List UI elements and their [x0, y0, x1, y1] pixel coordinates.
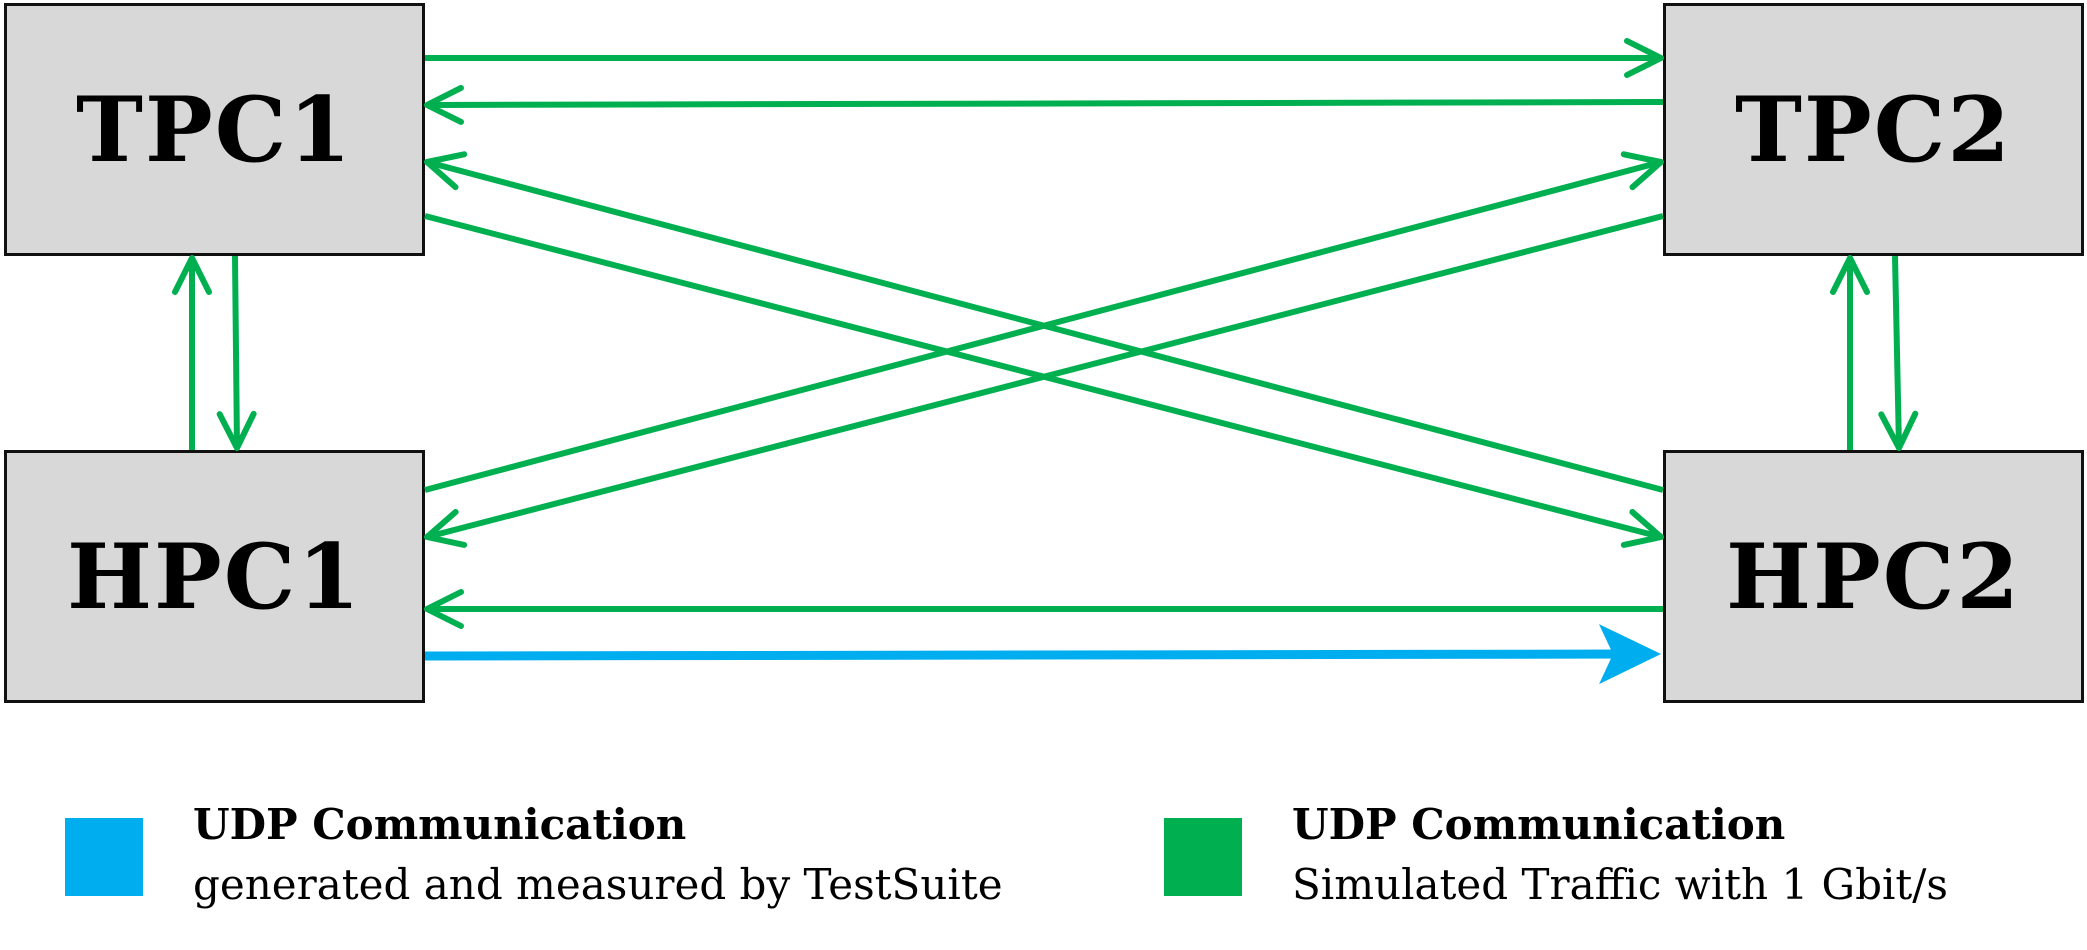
legend-swatch-simulated — [1164, 818, 1242, 896]
arrow-tpc2-to-tpc1-arrowhead — [424, 84, 465, 125]
arrow-tpc1-to-hpc2-arrowhead — [1620, 508, 1664, 548]
legend-title-simulated: UDP Communication — [1292, 800, 1786, 849]
legend-swatch-measured — [65, 818, 143, 896]
node-tpc1: TPC1 — [4, 3, 425, 256]
node-tpc2: TPC2 — [1663, 3, 2084, 256]
arrow-hpc1-to-tpc1-arrowhead — [172, 255, 212, 295]
node-hpc2-label: HPC2 — [1726, 523, 2021, 630]
node-tpc1-label: TPC1 — [76, 76, 353, 183]
arrow-tpc2-to-tpc1-line — [430, 99, 1664, 108]
node-hpc1: HPC1 — [4, 450, 425, 703]
arrow-hpc2-to-hpc1-arrowhead — [424, 589, 464, 629]
arrow-hpc2-to-tpc2-arrowhead — [1830, 255, 1870, 295]
legend-title-measured: UDP Communication — [193, 800, 687, 849]
node-tpc2-label: TPC2 — [1735, 76, 2012, 183]
arrow-hpc1-to-tpc2-line — [424, 160, 1658, 493]
node-hpc1-label: HPC1 — [67, 523, 362, 630]
legend-item-simulated: UDP Communication Simulated Traffic with… — [1292, 795, 1948, 915]
arrow-tpc1-to-hpc1-line — [232, 255, 240, 445]
arrow-hpc2-to-tpc1-arrowhead — [424, 151, 468, 191]
arrow-hpc1-to-hpc2-line — [424, 649, 1632, 661]
arrow-hpc1-to-tpc2-arrowhead — [1620, 151, 1664, 191]
arrow-tpc2-to-hpc1-arrowhead — [424, 508, 468, 548]
arrow-tpc2-to-hpc1-line — [430, 213, 1664, 539]
legend-desc-simulated: Simulated Traffic with 1 Gbit/s — [1292, 860, 1948, 909]
node-hpc2: HPC2 — [1663, 450, 2084, 703]
legend-item-measured: UDP Communication generated and measured… — [193, 795, 1003, 915]
arrow-tpc1-to-tpc2-arrowhead — [1624, 38, 1664, 78]
legend-desc-measured: generated and measured by TestSuite — [193, 860, 1003, 909]
arrow-tpc2-to-hpc2-arrowhead — [1878, 410, 1919, 451]
arrow-tpc2-to-hpc2-line — [1892, 255, 1902, 445]
arrow-hpc1-to-hpc2-arrowhead — [1598, 624, 1661, 685]
arrow-tpc1-to-hpc1-arrowhead — [216, 410, 257, 451]
